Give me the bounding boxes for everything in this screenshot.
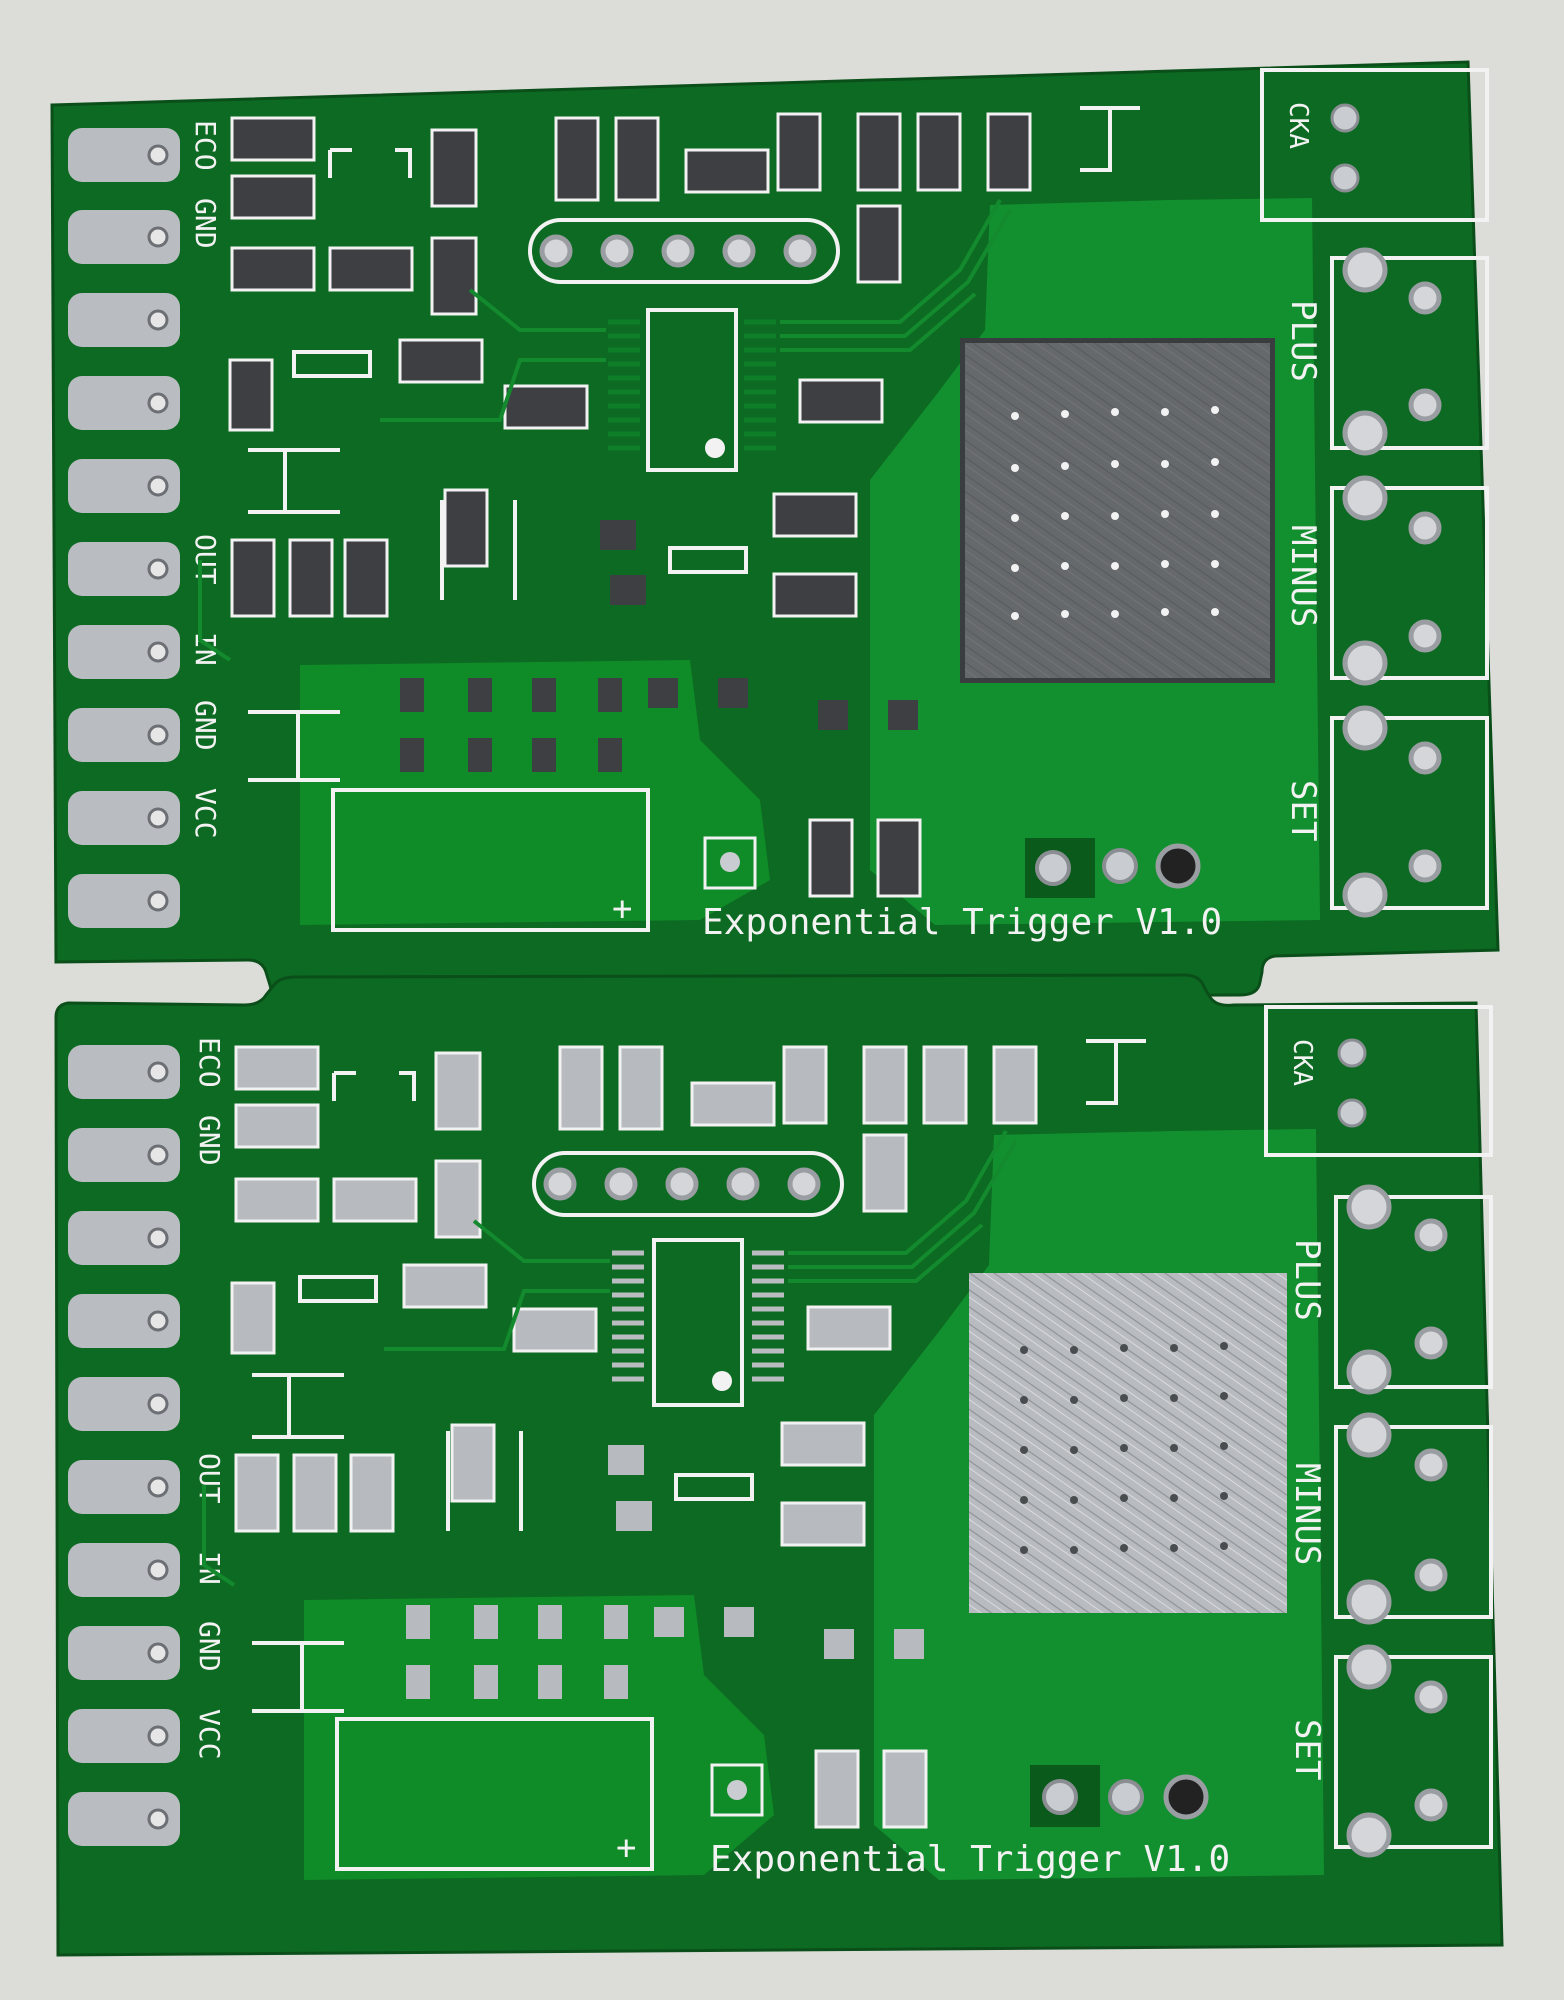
heatsink-pad [969, 1273, 1287, 1613]
ic-soic [608, 308, 776, 472]
connector-cka: CKA [1260, 68, 1489, 222]
traces [202, 1130, 1018, 1587]
label-gnd: GND [189, 198, 222, 249]
label-plus: PLUS [1283, 300, 1323, 382]
board-title: Exponential Trigger V1.0 [702, 902, 1222, 943]
label-cka: CKA [1283, 102, 1313, 149]
three-pin-bottom [710, 1763, 1209, 1827]
pin-header-5 [532, 1151, 844, 1217]
label-vcc: VCC [189, 788, 222, 839]
three-pin-bottom [703, 836, 1201, 898]
label-in: IN [189, 632, 222, 666]
connector-cka: CKA [1264, 1005, 1493, 1157]
label-eco: ECO [189, 120, 222, 171]
label-plus: PLUS [1287, 1239, 1327, 1321]
label-gnd: GND [193, 1621, 226, 1672]
label-vcc: VCC [193, 1709, 226, 1760]
ic-soic [612, 1238, 784, 1407]
plus-mark: + [616, 1828, 636, 1868]
plus-mark: + [612, 889, 632, 929]
label-eco: ECO [193, 1037, 226, 1088]
heatsink-pad [960, 338, 1275, 683]
label-set: SET [1283, 780, 1323, 841]
pin-header-5 [528, 218, 840, 284]
smd-footprints [230, 1045, 1038, 1829]
terminal-blocks: PLUS MINUS SET [1283, 247, 1489, 918]
label-minus: MINUS [1287, 1463, 1327, 1565]
label-out: OUT [193, 1453, 226, 1504]
smd-lower [400, 520, 918, 772]
left-labels: ECO GND OUT IN GND VCC [193, 1037, 226, 1760]
label-gnd: GND [193, 1115, 226, 1166]
traces [198, 199, 1012, 662]
terminal-blocks: PLUS MINUS SET [1287, 1184, 1493, 1858]
board-bottom: ECO GND OUT IN GND VCC CKA [54, 973, 1504, 1957]
copper-pour-lower [300, 660, 770, 925]
smd-lower [406, 1445, 924, 1699]
board-title: Exponential Trigger V1.0 [710, 1839, 1230, 1880]
board-top: ECO GND OUT IN GND VCC CKA [50, 60, 1500, 1000]
label-minus: MINUS [1283, 525, 1323, 627]
edge-pads-left [68, 1045, 180, 1846]
smd-footprints [228, 112, 1032, 898]
label-cka: CKA [1287, 1039, 1317, 1086]
label-set: SET [1287, 1719, 1327, 1780]
edge-pads-left [68, 128, 180, 928]
label-gnd: GND [189, 700, 222, 751]
label-out: OUT [189, 534, 222, 585]
component-outlines [252, 1039, 1146, 1871]
component-outlines [248, 106, 1140, 932]
